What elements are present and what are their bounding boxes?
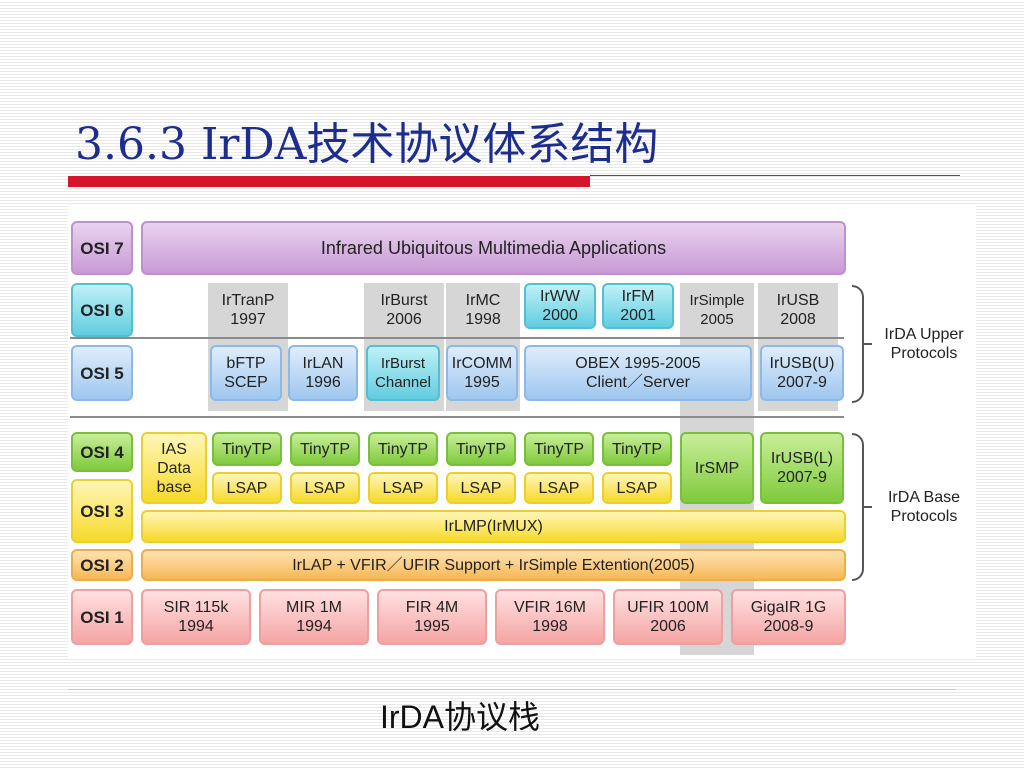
irusb-l-block: IrUSB(L) 2007-9 — [760, 432, 844, 504]
title-rule — [590, 175, 960, 176]
l6-irburst: IrBurst 2006 — [380, 292, 428, 328]
l5-ircomm: IrCOMM 1995 — [446, 345, 518, 401]
l5-irusb-u: IrUSB(U) 2007-9 — [760, 345, 844, 401]
l1-fir: FIR 4M 1995 — [377, 589, 487, 645]
osi7-label: OSI 7 — [71, 221, 133, 275]
caption-rule — [68, 689, 956, 690]
tinytp-1: TinyTP — [212, 432, 282, 466]
ias-database: IAS Data base — [141, 432, 207, 504]
layer7-applications-block: Infrared Ubiquitous Multimedia Applicati… — [141, 221, 846, 275]
separator-line-base — [70, 416, 844, 418]
osi2-label: OSI 2 — [71, 549, 133, 581]
lsap-5: LSAP — [524, 472, 594, 504]
l6-irsimple: IrSimple 2005 — [689, 292, 745, 328]
osi4-label: OSI 4 — [71, 432, 133, 472]
base-protocols-label: IrDA Base Protocols — [887, 489, 961, 525]
l1-sir: SIR 115k 1994 — [141, 589, 251, 645]
l1-vfir: VFIR 16M 1998 — [495, 589, 605, 645]
base-brace-tip — [864, 506, 872, 508]
l6-irmc: IrMC 1998 — [465, 292, 501, 328]
tinytp-4: TinyTP — [446, 432, 516, 466]
separator-line-upper — [70, 337, 844, 339]
osi5-label: OSI 5 — [71, 345, 133, 401]
l6-irfm: IrFM 2001 — [602, 283, 674, 329]
l6-irusb: IrUSB 2008 — [776, 292, 820, 328]
tinytp-6: TinyTP — [602, 432, 672, 466]
title-accent-bar — [68, 176, 590, 187]
osi6-label: OSI 6 — [71, 283, 133, 337]
l5-irburst-channel: IrBurst Channel — [366, 345, 440, 401]
tinytp-5: TinyTP — [524, 432, 594, 466]
upper-protocols-label: IrDA Upper Protocols — [884, 326, 964, 362]
lsap-3: LSAP — [368, 472, 438, 504]
base-protocols-brace — [852, 433, 864, 581]
l1-mir: MIR 1M 1994 — [259, 589, 369, 645]
upper-brace-tip — [864, 343, 872, 345]
irda-protocol-stack-diagram: OSI 7 OSI 6 OSI 5 OSI 4 OSI 3 OSI 2 OSI … — [68, 205, 976, 657]
l1-ufir: UFIR 100M 2006 — [613, 589, 723, 645]
irlmp-block: IrLMP(IrMUX) — [141, 510, 846, 543]
lsap-1: LSAP — [212, 472, 282, 504]
irsmp-block: IrSMP — [680, 432, 754, 504]
lsap-4: LSAP — [446, 472, 516, 504]
tinytp-2: TinyTP — [290, 432, 360, 466]
l5-bftp-scep: bFTP SCEP — [210, 345, 282, 401]
diagram-caption: IrDA协议栈 — [380, 699, 541, 735]
osi3-label: OSI 3 — [71, 479, 133, 543]
upper-protocols-brace — [852, 285, 864, 403]
l5-obex: OBEX 1995-2005 Client／Server — [524, 345, 752, 401]
lsap-2: LSAP — [290, 472, 360, 504]
l5-irlan: IrLAN 1996 — [288, 345, 358, 401]
tinytp-3: TinyTP — [368, 432, 438, 466]
osi1-label: OSI 1 — [71, 589, 133, 645]
irlap-block: IrLAP + VFIR／UFIR Support + IrSimple Ext… — [141, 549, 846, 581]
l6-irtranp: IrTranP 1997 — [221, 292, 275, 328]
l6-irww: IrWW 2000 — [524, 283, 596, 329]
lsap-6: LSAP — [602, 472, 672, 504]
l1-gigair: GigaIR 1G 2008-9 — [731, 589, 846, 645]
slide-title: 3.6.3 IrDA技术协议体系结构 — [75, 119, 659, 170]
